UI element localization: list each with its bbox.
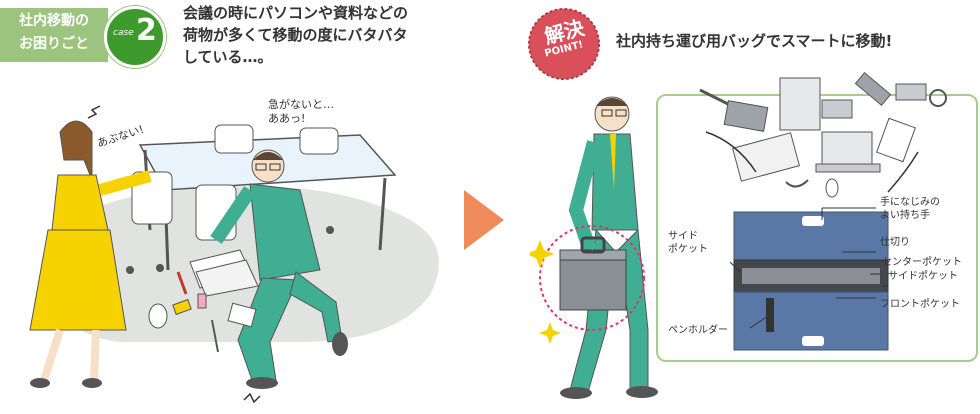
bag-open-view bbox=[733, 211, 889, 351]
solution-title: 社内持ち運び用バッグでスマートに移動! bbox=[616, 32, 893, 50]
chair bbox=[214, 124, 254, 154]
label-side-pocket-left-line-1: サイド bbox=[668, 231, 698, 242]
problem-line-2: 荷物が多くて移動の度にバタバタ bbox=[183, 26, 408, 44]
label-handle-line-2: よい持ち手 bbox=[880, 210, 930, 221]
man-with-bag-illustration bbox=[530, 96, 658, 399]
category-line-2: お困りごと bbox=[19, 36, 89, 52]
case-number: 2 bbox=[136, 13, 157, 48]
problem-line-1: 会議の時にパソコンや資料などの bbox=[183, 4, 409, 22]
label-handle: 手になじみの よい持ち手 bbox=[880, 196, 940, 222]
transition-arrow-icon bbox=[464, 190, 504, 250]
chair bbox=[299, 127, 339, 155]
office-accident-illustration bbox=[29, 105, 439, 404]
label-side-pocket-right: サイドポケット bbox=[888, 271, 958, 282]
category-line-1: 社内移動の bbox=[19, 13, 89, 29]
label-front-pocket: フロントポケット bbox=[880, 299, 960, 310]
solution-badge-icon bbox=[528, 8, 600, 80]
label-pen-holder: ペンホルダー bbox=[668, 325, 728, 336]
case-number-badge bbox=[104, 6, 166, 68]
chair bbox=[131, 171, 173, 225]
tote-bag-icon bbox=[559, 236, 627, 311]
falling-items bbox=[148, 249, 259, 353]
label-handle-line-1: 手になじみの bbox=[880, 197, 940, 208]
label-divider: 仕切り bbox=[880, 237, 910, 248]
label-side-pocket-left-line-2: ポケット bbox=[668, 244, 708, 255]
sparkle-icon bbox=[539, 322, 561, 344]
woman-figure bbox=[29, 120, 152, 388]
office-items bbox=[699, 72, 947, 198]
man-speech: 急がないと… ああっ! bbox=[268, 98, 334, 126]
label-side-pocket-left: サイド ポケット bbox=[668, 230, 708, 256]
category-label: 社内移動の お困りごと bbox=[4, 10, 104, 56]
bag-contents-illustration bbox=[699, 72, 947, 351]
man-speech-line-2: ああっ! bbox=[268, 112, 306, 125]
sparkle-icon bbox=[530, 240, 554, 268]
category-badge bbox=[0, 8, 108, 62]
problem-description: 会議の時にパソコンや資料などの 荷物が多くて移動の度にバタバタ している…。 bbox=[183, 2, 463, 68]
problem-line-3: している…。 bbox=[183, 48, 273, 66]
man-speech-line-1: 急がないと… bbox=[268, 98, 334, 111]
case-label: case bbox=[113, 28, 134, 38]
label-center-pocket: センターポケット bbox=[882, 257, 962, 268]
highlight-circle bbox=[539, 225, 645, 331]
man-figure bbox=[210, 149, 348, 389]
